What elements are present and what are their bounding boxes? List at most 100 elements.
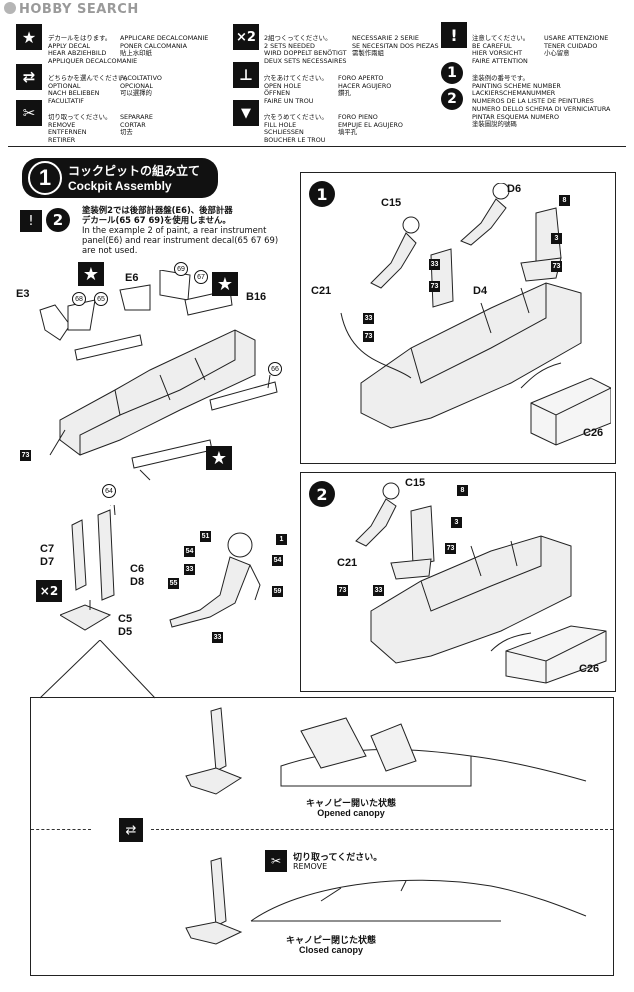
part-c6: C6 xyxy=(130,563,145,575)
decal-33-a: 33 xyxy=(184,564,195,575)
decal-67: 67 xyxy=(194,270,208,284)
panel1-part-d4: D4 xyxy=(473,285,488,297)
panel-2-scheme-icon: 2 xyxy=(309,481,335,507)
decal-59: 59 xyxy=(272,586,283,597)
note-scheme-icon: 2 xyxy=(46,208,70,232)
decal-66: 66 xyxy=(268,362,282,376)
decal-33-b: 33 xyxy=(212,632,223,643)
x2-icon: ×2 xyxy=(233,24,259,50)
decal-1: 1 xyxy=(276,534,287,545)
panel2-decal-73-a: 73 xyxy=(445,543,456,554)
scheme-2-icon: 2 xyxy=(441,88,463,110)
scheme-1-icon: 1 xyxy=(441,62,463,84)
panel2-decal-73-b: 73 xyxy=(337,585,348,596)
note-jp-2: デカール(65 67 69)を使用しません。 xyxy=(82,215,231,225)
remove-en: REMOVE xyxy=(293,862,328,871)
seat-parts-drawing xyxy=(60,505,261,631)
scheme-1-panel: 1 C15 D6 8 3 73 33 73 D4 C21 33 73 C26 xyxy=(300,172,616,464)
part-e6: E6 xyxy=(125,272,139,284)
note-en-1: In the example 2 of paint, a rear instru… xyxy=(82,225,267,235)
caution-badge: ! xyxy=(20,210,42,232)
decal-69: 69 xyxy=(174,262,188,276)
panel2-part-c21: C21 xyxy=(337,557,358,569)
note-en-3: are not used. xyxy=(82,245,138,255)
part-d7: D7 xyxy=(40,556,55,568)
part-c5: C5 xyxy=(118,613,133,625)
optional-divider-icon: ⇄ xyxy=(119,818,143,842)
panel2-decal-33: 33 xyxy=(373,585,384,596)
logo-icon xyxy=(4,2,16,14)
panel-1-drawing xyxy=(340,183,611,446)
step-title-en: Cockpit Assembly xyxy=(68,179,172,193)
optional-icon: ⇄ xyxy=(16,64,42,90)
note-en-2: panel(E6) and rear instrument decal(65 6… xyxy=(82,235,279,245)
part-d8: D8 xyxy=(130,576,145,588)
panel1-part-c15: C15 xyxy=(381,197,402,209)
callout-pointer xyxy=(39,640,156,699)
panel2-decal-8: 8 xyxy=(457,485,468,496)
canopy-panel: キャノピー開いた状態 Opened canopy ⇄ ✂ 切り取ってください。 … xyxy=(30,697,614,976)
panel1-decal-33-a: 33 xyxy=(429,259,440,270)
watermark: HOBBY SEARCH xyxy=(4,2,139,17)
panel1-decal-33-b: 33 xyxy=(363,313,374,324)
watermark-text: HOBBY SEARCH xyxy=(19,2,139,17)
decal-star-icon-3: ★ xyxy=(206,446,232,470)
panel1-decal-73-a: 73 xyxy=(551,261,562,272)
panel1-part-c21: C21 xyxy=(311,285,332,297)
dash-separator-left xyxy=(31,829,91,830)
part-d5: D5 xyxy=(118,626,133,638)
panel2-part-c15: C15 xyxy=(405,477,426,489)
decal-54-a: 54 xyxy=(184,546,195,557)
open-hole-icon: ⊥ xyxy=(233,62,259,88)
remove-jp: 切り取ってください。 xyxy=(293,853,383,863)
decal-51: 51 xyxy=(200,531,211,542)
step-title-jp: コックピットの組み立て xyxy=(68,164,201,178)
x2-badge: ×2 xyxy=(36,580,62,602)
panel1-decal-3: 3 xyxy=(551,233,562,244)
opened-canopy-jp: キャノピー開いた状態 xyxy=(305,799,396,809)
decal-55: 55 xyxy=(168,578,179,589)
cut-icon: ✂ xyxy=(16,100,42,126)
closed-canopy-drawing xyxy=(185,857,587,945)
decal-54-b: 54 xyxy=(272,555,283,566)
decal-star-icon-2: ★ xyxy=(212,272,238,296)
panel2-part-c26: C26 xyxy=(579,663,600,675)
panel1-decal-73-c: 73 xyxy=(363,331,374,342)
caution-icon: ! xyxy=(441,22,467,48)
panel-2-drawing xyxy=(355,482,607,684)
note-text: 塗装例2では後部計器盤(E6)、後部計器 デカール(65 67 69)を使用しま… xyxy=(82,205,297,255)
decal-65: 65 xyxy=(94,292,108,306)
closed-canopy-jp: キャノピー閉じた状態 xyxy=(285,936,376,946)
part-e3: E3 xyxy=(16,288,30,300)
decal-star-icon-1: ★ xyxy=(78,262,104,286)
panel1-decal-8: 8 xyxy=(559,195,570,206)
part-c7: C7 xyxy=(40,543,55,555)
decal-73-step1: 73 xyxy=(20,450,31,461)
opened-canopy-drawing xyxy=(185,707,587,795)
decal-64: 64 xyxy=(102,484,116,498)
note-jp-1: 塗装例2では後部計器盤(E6)、後部計器 xyxy=(82,205,233,215)
closed-canopy-en: Closed canopy xyxy=(298,945,363,955)
step-number: 1 xyxy=(28,161,62,195)
legend-separator xyxy=(8,146,626,147)
opened-canopy-en: Opened canopy xyxy=(317,808,385,818)
fill-hole-icon: ▼ xyxy=(233,100,259,126)
decal-68: 68 xyxy=(72,292,86,306)
panel1-decal-73-b: 73 xyxy=(429,281,440,292)
remove-icon: ✂ xyxy=(265,850,287,872)
dash-separator-right xyxy=(151,829,613,830)
panel2-decal-3: 3 xyxy=(451,517,462,528)
